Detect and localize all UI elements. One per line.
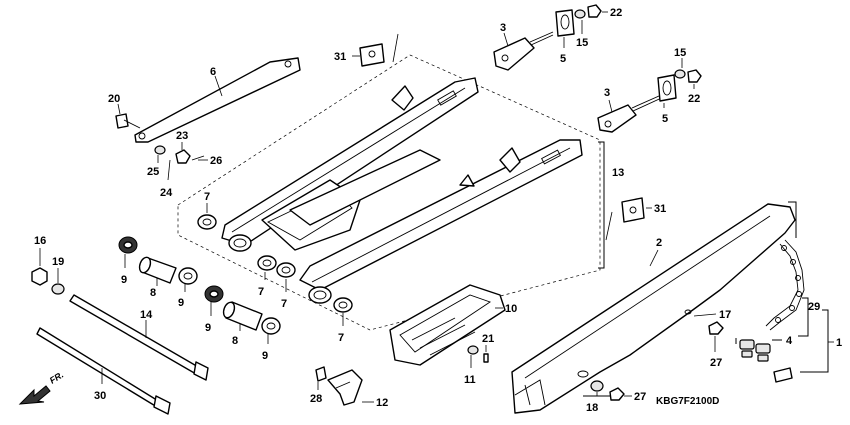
callout-10: 10: [505, 303, 517, 315]
callout-1: 1: [836, 337, 842, 349]
pivot-bolt: [69, 294, 209, 381]
callout-24: 24: [160, 187, 173, 199]
callout-7-b: 7: [258, 286, 264, 298]
callout-19: 19: [52, 256, 64, 268]
callout-8-b: 8: [232, 335, 238, 347]
callout-7-c: 7: [281, 298, 287, 310]
callout-11: 11: [464, 374, 476, 386]
callout-7-d: 7: [338, 332, 344, 344]
callout-9-b: 9: [178, 297, 184, 309]
callout-9-d: 9: [262, 350, 268, 362]
callout-14: 14: [140, 309, 153, 321]
callout-29: 29: [808, 301, 820, 313]
chain-case: [511, 203, 796, 414]
callout-3-right: 3: [604, 87, 610, 99]
callout-3-top: 3: [500, 22, 506, 34]
callout-31-right: 31: [654, 203, 666, 215]
callout-8-a: 8: [150, 287, 156, 299]
callout-15-top: 15: [576, 37, 588, 49]
callout-23: 23: [176, 130, 188, 142]
callout-22-right: 22: [688, 93, 700, 105]
callout-7-a: 7: [204, 191, 210, 203]
callout-9-a: 9: [121, 274, 127, 286]
callout-27-top: 27: [710, 357, 722, 369]
callout-28: 28: [310, 393, 322, 405]
callout-16: 16: [34, 235, 46, 247]
diagram-code: KBG7F2100D: [656, 396, 719, 407]
callout-5-top: 5: [560, 53, 566, 65]
callout-18: 18: [586, 402, 598, 414]
swingarm: [221, 77, 583, 304]
callout-9-c: 9: [205, 322, 211, 334]
callout-30: 30: [94, 390, 106, 402]
callout-20: 20: [108, 93, 120, 105]
callout-13: 13: [612, 167, 624, 179]
callout-22-top: 22: [610, 7, 622, 19]
chain-master-link: [739, 339, 771, 362]
callout-2: 2: [656, 237, 662, 249]
callout-15-right: 15: [674, 47, 686, 59]
front-label: FR.: [48, 370, 66, 386]
chain-adjuster-top: [493, 31, 554, 71]
callout-4: 4: [786, 335, 793, 347]
callout-31-top: 31: [334, 51, 346, 63]
drive-chain: [765, 239, 805, 331]
callout-26: 26: [210, 155, 222, 167]
callout-12: 12: [376, 397, 388, 409]
callout-25: 25: [147, 166, 159, 178]
torque-rod: [134, 57, 301, 143]
swingarm-assembly-outline: [177, 54, 601, 331]
shaft-bolt: [36, 327, 171, 415]
chain-guide: [389, 284, 506, 366]
front-arrow: FR.: [18, 370, 66, 405]
callout-5-right: 5: [662, 113, 668, 125]
callout-27-bottom: 27: [634, 391, 646, 403]
callout-6: 6: [210, 66, 216, 78]
callout-21: 21: [482, 333, 494, 345]
callout-17: 17: [719, 309, 731, 321]
